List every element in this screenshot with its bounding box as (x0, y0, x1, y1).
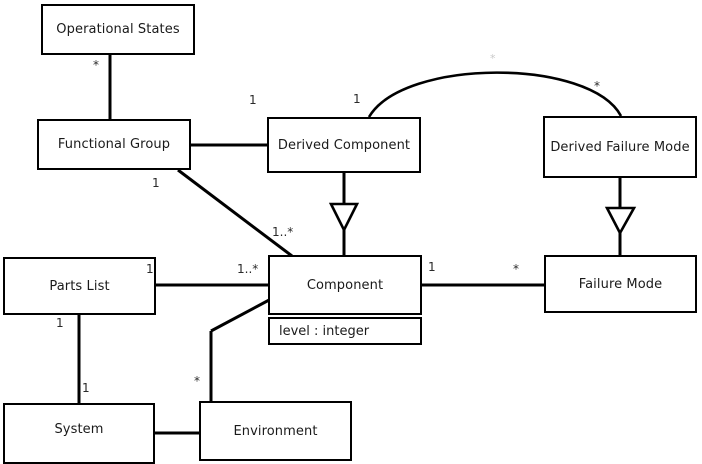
class-box-parts-list[interactable]: Parts List (3, 257, 156, 315)
class-name-failure-mode: Failure Mode (578, 276, 663, 292)
class-box-system[interactable]: System (3, 403, 155, 464)
edge-environment-component-diagonal (210, 297, 272, 333)
class-box-derived-failure-mode[interactable]: Derived Failure Mode (543, 116, 697, 178)
multiplicity-derived-component-arc: 1 (353, 92, 361, 106)
multiplicity-component-failure-mode-right: * (513, 262, 519, 276)
attribute-text-level: level : integer (279, 323, 370, 339)
class-box-environment[interactable]: Environment (199, 401, 352, 461)
class-attribute-component-level: level : integer (268, 317, 422, 345)
edge-functional-group-component (177, 168, 293, 258)
multiplicity-parts-list-system-bottom: 1 (82, 381, 90, 395)
multiplicity-component-failure-mode-left: 1 (428, 260, 436, 274)
class-box-failure-mode[interactable]: Failure Mode (544, 255, 697, 313)
class-box-functional-group[interactable]: Functional Group (37, 119, 191, 170)
class-name-parts-list: Parts List (49, 278, 110, 294)
multiplicity-parts-list-component-right: 1..* (237, 262, 259, 276)
generalization-triangle-icon-component (328, 202, 360, 233)
class-name-functional-group: Functional Group (57, 137, 171, 152)
multiplicity-parts-list-system-top: 1 (56, 316, 64, 330)
multiplicity-arc-apex: * (490, 52, 496, 65)
class-name-environment: Environment (233, 423, 318, 439)
edge-derived-component-derived-failure-mode (367, 71, 623, 118)
class-name-component: Component (306, 277, 384, 293)
multiplicity-derived-failure-mode-arc: * (594, 79, 600, 93)
class-box-component[interactable]: Component (268, 255, 422, 315)
class-name-system: System (54, 422, 104, 437)
class-name-operational-states: Operational States (56, 22, 180, 37)
multiplicity-operational-states-functional-group: * (93, 58, 99, 72)
multiplicity-functional-group-component-far: 1..* (272, 225, 294, 239)
multiplicity-environment-component: * (194, 374, 200, 388)
multiplicity-functional-group-derived-component: 1 (249, 93, 257, 107)
generalization-triangle-icon-failure-mode (604, 206, 637, 236)
class-box-derived-component[interactable]: Derived Component (267, 117, 421, 173)
class-box-operational-states[interactable]: Operational States (41, 4, 195, 55)
multiplicity-parts-list-component-left: 1 (146, 262, 154, 276)
class-name-derived-component: Derived Component (277, 137, 411, 153)
class-name-derived-failure-mode: Derived Failure Mode (550, 139, 690, 155)
multiplicity-functional-group-component-near: 1 (152, 176, 160, 190)
